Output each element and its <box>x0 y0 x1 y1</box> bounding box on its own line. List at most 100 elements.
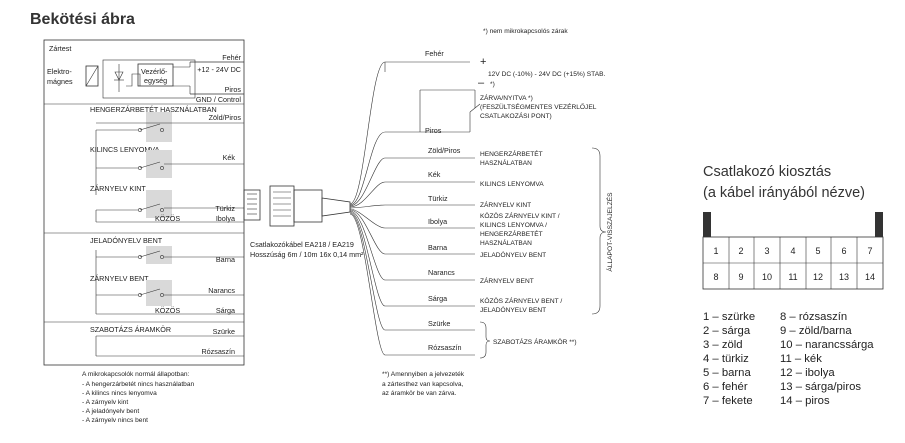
page-title: Bekötési ábra <box>30 11 135 28</box>
cable-label-2: Hosszúság 6m / 10m 16x 0,14 mm² <box>250 250 364 259</box>
status-bracket <box>591 147 607 315</box>
jeladonyelv-label: JELADÓNYELV BENT <box>90 236 163 245</box>
lock-body-diagram: Zártest Elektro- mágnes Vezérlő- egység … <box>43 39 245 366</box>
control-circuit-frame <box>102 59 196 99</box>
pin-5: 5 <box>815 246 820 256</box>
left-szurke-label: Szürke <box>213 327 235 336</box>
left-dc-label: +12 - 24V DC <box>197 65 241 74</box>
legend-right-2: 9 – zöld/barna <box>780 325 852 337</box>
minus-label: – <box>478 77 485 89</box>
legend-left-5: 5 – barna <box>703 367 751 379</box>
pin-2: 2 <box>738 246 743 256</box>
pin-6: 6 <box>841 246 846 256</box>
pin-10: 10 <box>762 272 772 282</box>
pin-9: 9 <box>738 272 743 282</box>
legend-left-3: 3 – zöld <box>703 339 743 351</box>
legend-left-7: 7 – fekete <box>703 395 753 407</box>
wire-label-turkiz: Türkiz <box>428 194 448 203</box>
connector-key-left <box>703 212 711 237</box>
szabotazs-bracket <box>479 321 491 359</box>
legend-left-4: 4 – türkiz <box>703 353 749 365</box>
connector-cable: Csatlakozókábel EA218 / EA219 Hosszúság … <box>243 185 364 259</box>
legend-left-2: 2 – sárga <box>703 325 751 337</box>
note-top: *) nem mikrokapcsolós zárak <box>483 28 568 35</box>
desc-kozos-4: HASZNÁLATBAN <box>480 238 532 247</box>
legend-right-4: 11 – kék <box>780 353 822 365</box>
wire-label-ibolya: Ibolya <box>428 217 447 226</box>
zarva-line-1: ZÁRVA/NYITVA *) <box>480 93 533 102</box>
pinout-section: Csatlakozó kiosztás (a kábel irányából n… <box>702 164 884 407</box>
switch-jeladonyelv-icon <box>139 250 161 258</box>
elektromagnes-label-2: mágnes <box>47 77 73 86</box>
footnote-line-2: - A hengerzárbetét nincs használatban <box>82 381 195 388</box>
right-piros-label: Piros <box>425 126 442 135</box>
desc-kozos-1: KÖZÖS ZÁRNYELV KINT / <box>480 211 560 220</box>
left-gnd-label: GND / Control <box>196 95 242 104</box>
cable-sleeve-icon <box>321 197 351 217</box>
zarnyelv-kint-label: ZÁRNYELV KINT <box>90 184 146 193</box>
kilincs-label: KILINCS LENYOMVA <box>90 145 160 154</box>
wire-label-kek: Kék <box>428 170 441 179</box>
legend-right-3: 10 – narancssárga <box>780 339 874 351</box>
left-kek-label: Kék <box>223 153 236 162</box>
wire-label-rozsaszin: Rózsaszín <box>428 343 462 352</box>
wire-label-barna: Barna <box>428 243 447 252</box>
zartest-label: Zártest <box>49 44 71 53</box>
legend-right-6: 13 – sárga/piros <box>780 381 861 393</box>
pin-4: 4 <box>790 246 795 256</box>
desc-kozos-bent-2: JELADÓNYELV BENT <box>480 305 546 314</box>
legend-right-1: 8 – rózsaszín <box>780 311 847 323</box>
switch-kilincs-icon <box>139 161 161 169</box>
left-barna-label: Barna <box>216 255 235 264</box>
zarva-line-2: (FESZÜLTSÉGMENTES VEZÉRLŐJEL <box>480 102 597 111</box>
left-kozos2-label: KÖZÖS <box>155 306 180 315</box>
cable-label-1: Csatlakozókábel EA218 / EA219 <box>250 240 354 249</box>
connector-key-right <box>875 212 883 237</box>
left-rozsaszin-label: Rózsaszín <box>201 347 235 356</box>
hengerzar-label: HENGERZÁRBETÉT HASZNÁLATBAN <box>90 105 217 114</box>
left-ibolya-label: Ibolya <box>216 214 235 223</box>
connector-male-icon <box>243 189 261 221</box>
pin-11: 11 <box>788 272 797 282</box>
switch-shade-4 <box>146 246 172 264</box>
pin-3: 3 <box>764 246 769 256</box>
footnote-line-6: - A zárnyelv nincs bent <box>82 417 148 424</box>
footnote-line-3: - A kilincs nincs lenyomva <box>82 390 157 397</box>
left-sarga-label: Sárga <box>216 306 235 315</box>
cable-wires <box>349 61 475 356</box>
zarnyelv-bent-label: ZÁRNYELV BENT <box>90 274 149 283</box>
left-feher-label: Fehér <box>222 53 241 62</box>
desc-hengerzar-1: HENGERZÁRBETÉT <box>480 149 543 158</box>
legend-left-6: 6 – fehér <box>703 381 748 393</box>
right-footnote-2: a zártesthez van kapcsolva, <box>382 381 464 388</box>
wire-assignment: Fehér + 12V DC (-10%) - 24V DC (+15%) ST… <box>382 49 614 397</box>
minus-star-label: *) <box>490 81 495 88</box>
pin-14: 14 <box>865 272 875 282</box>
left-footnote: A mikrokapcsolók normál állapotban: - A … <box>82 371 195 424</box>
right-feher-label: Fehér <box>425 49 444 58</box>
lock-body-frame <box>43 39 245 366</box>
elektromagnes-label-1: Elektro- <box>47 67 72 76</box>
pinout-title-2: (a kábel irányából nézve) <box>703 185 865 201</box>
pin-12: 12 <box>813 272 823 282</box>
pin-13: 13 <box>839 272 849 282</box>
wire-label-narancs: Narancs <box>428 268 455 277</box>
szabotazs-label: SZABOTÁZS ÁRAMKÖR <box>90 325 171 334</box>
left-turkiz-label: Türkiz <box>215 204 235 213</box>
desc-hengerzar-2: HASZNÁLATBAN <box>480 158 532 167</box>
right-footnote-1: **) Amennyiben a jelvezeték <box>382 371 465 378</box>
desc-kozos-2: KILINCS LENYOMVA / <box>480 222 547 229</box>
left-piros-label: Piros <box>225 85 242 94</box>
voltage-label: 12V DC (-10%) - 24V DC (+15%) STAB. <box>488 71 605 78</box>
desc-kilincs: KILINCS LENYOMVA <box>480 181 544 188</box>
right-footnote-3: az áramkör be van zárva. <box>382 390 457 397</box>
footnote-line-5: - A jeladónyelv bent <box>82 408 139 415</box>
szabotazs-right-label: SZABOTÁZS ÁRAMKÖR **) <box>493 337 577 346</box>
allapot-vertical-label: ÁLLAPOT-VISSZAJELZÉS <box>605 192 614 272</box>
left-narancs-label: Narancs <box>208 286 235 295</box>
desc-zarnyelv-bent: ZÁRNYELV BENT <box>480 276 534 285</box>
legend-right-7: 14 – piros <box>780 395 830 407</box>
connector-housing-icon <box>293 189 323 223</box>
pin-7: 7 <box>867 246 872 256</box>
